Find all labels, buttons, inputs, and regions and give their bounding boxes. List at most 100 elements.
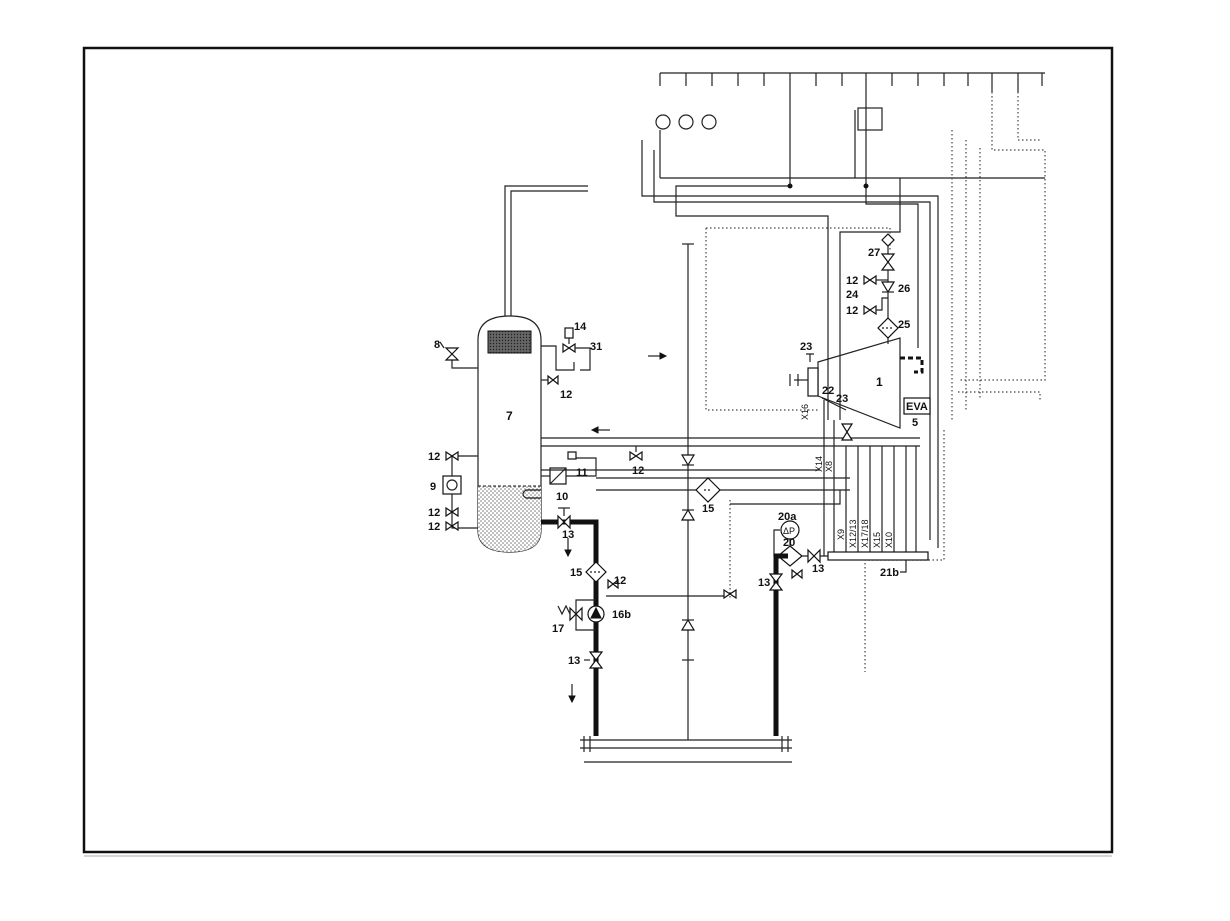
shutoff-valve-icon bbox=[547, 374, 559, 386]
label-21b: 21b bbox=[880, 567, 899, 579]
solenoid-valve-11 bbox=[541, 451, 597, 485]
separator-vessel bbox=[477, 185, 588, 553]
relief-valve-icon bbox=[444, 347, 460, 361]
shutoff-valve-icon bbox=[807, 548, 821, 564]
terminal-x16: X16 bbox=[800, 404, 810, 420]
label-13: 13 bbox=[562, 529, 574, 541]
label-22: 22 bbox=[822, 385, 834, 397]
label-24: 24 bbox=[846, 289, 859, 301]
label-5: 5 bbox=[912, 417, 918, 429]
liquid-level bbox=[478, 486, 541, 552]
terminal-x15: X15 bbox=[872, 532, 882, 548]
control-wiring bbox=[641, 92, 939, 548]
sight-glass-icon bbox=[881, 233, 895, 247]
stop-valve-13-icon bbox=[588, 651, 604, 669]
label-12: 12 bbox=[428, 451, 440, 463]
check-valve-icon bbox=[840, 423, 854, 434]
filter-icon bbox=[777, 545, 803, 567]
bottom-manifold bbox=[580, 736, 792, 763]
vessel-left-instruments bbox=[439, 341, 478, 532]
label-27: 27 bbox=[868, 247, 880, 259]
level-gauge-box bbox=[442, 475, 462, 495]
label-delta-p: ΔP bbox=[783, 526, 795, 536]
label-25: 25 bbox=[898, 319, 910, 331]
shutoff-valve-icon bbox=[863, 274, 877, 286]
demister-pad bbox=[487, 330, 532, 354]
relief-valve-icon bbox=[569, 606, 583, 622]
solenoid-valve-icon bbox=[562, 342, 576, 354]
eva-box bbox=[903, 397, 931, 415]
stop-valve-13-icon bbox=[768, 573, 784, 591]
check-valve-icon bbox=[680, 618, 696, 631]
shutoff-valve-icon bbox=[445, 520, 459, 532]
label-12: 12 bbox=[632, 465, 644, 477]
shutoff-valve-icon bbox=[607, 578, 619, 590]
center-riser bbox=[680, 243, 721, 740]
label-16b: 16b bbox=[612, 609, 631, 621]
terminal-x14: X14 bbox=[814, 456, 824, 472]
shutoff-valve-icon bbox=[863, 304, 877, 316]
terminal-x10: X10 bbox=[884, 532, 894, 548]
terminal-labels: X16 X14 X8 X9 X12/13 X17/18 X15 X10 bbox=[800, 404, 894, 548]
label-9: 9 bbox=[430, 481, 436, 493]
shutoff-valve-icon bbox=[791, 568, 803, 580]
oil-return-line bbox=[541, 490, 841, 736]
label-31: 31 bbox=[590, 341, 602, 353]
label-eva: EVA bbox=[906, 401, 928, 413]
terminal-strip bbox=[827, 551, 929, 561]
shutoff-valve-icon bbox=[445, 450, 459, 462]
label-14: 14 bbox=[574, 321, 587, 333]
label-12: 12 bbox=[614, 575, 626, 587]
terminal-lines bbox=[823, 400, 929, 573]
solenoid-coil-icon bbox=[564, 327, 574, 339]
label-23: 23 bbox=[800, 341, 812, 353]
label-12: 12 bbox=[560, 389, 572, 401]
shutoff-valve-icon bbox=[629, 450, 643, 462]
diagram-frame bbox=[82, 46, 1114, 854]
terminal-x9: X9 bbox=[836, 529, 846, 540]
compressor-motor-coupling bbox=[807, 367, 819, 397]
label-8: 8 bbox=[434, 339, 440, 351]
label-12: 12 bbox=[428, 521, 440, 533]
label-12: 12 bbox=[846, 275, 858, 287]
label-15: 15 bbox=[570, 567, 582, 579]
label-11: 11 bbox=[576, 467, 588, 479]
label-17: 17 bbox=[552, 623, 564, 635]
label-vessel: 7 bbox=[506, 409, 513, 423]
compressor bbox=[789, 337, 931, 441]
label-13: 13 bbox=[812, 563, 824, 575]
oil-filter-20 bbox=[773, 520, 828, 580]
control-panel bbox=[655, 72, 1045, 179]
label-15: 15 bbox=[702, 503, 714, 515]
terminal-x17-18: X17/18 bbox=[860, 519, 870, 548]
terminal-x12-13: X12/13 bbox=[848, 519, 858, 548]
label-20a: 20a bbox=[778, 511, 797, 523]
label-12: 12 bbox=[846, 305, 858, 317]
check-valve-icon bbox=[680, 454, 696, 467]
label-13: 13 bbox=[568, 655, 580, 667]
terminal-x8: X8 bbox=[824, 461, 834, 472]
main-piping bbox=[541, 352, 920, 491]
label-10: 10 bbox=[556, 491, 568, 503]
label-12: 12 bbox=[428, 507, 440, 519]
shutoff-valve-icon bbox=[723, 588, 737, 600]
check-valve-icon bbox=[880, 281, 896, 294]
shutoff-valve-icon bbox=[445, 506, 459, 518]
oil-line-valves bbox=[863, 233, 899, 344]
heater-coil bbox=[522, 489, 541, 499]
relay-box bbox=[857, 107, 883, 131]
component-labels: 1 5 7 8 9 10 11 12 12 12 12 12 12 12 12 … bbox=[428, 247, 928, 667]
indicator-lamp-icon bbox=[701, 114, 717, 130]
label-26: 26 bbox=[898, 283, 910, 295]
label-compressor: 1 bbox=[876, 375, 883, 389]
label-13: 13 bbox=[758, 577, 770, 589]
stop-valve-13-icon bbox=[557, 514, 571, 530]
stop-valve-icon bbox=[880, 253, 896, 271]
vessel-top-instruments bbox=[541, 327, 591, 386]
indicator-lamp-icon bbox=[655, 114, 671, 130]
indicator-lamp-icon bbox=[678, 114, 694, 130]
check-valve-icon bbox=[680, 508, 696, 521]
label-20: 20 bbox=[783, 537, 795, 549]
